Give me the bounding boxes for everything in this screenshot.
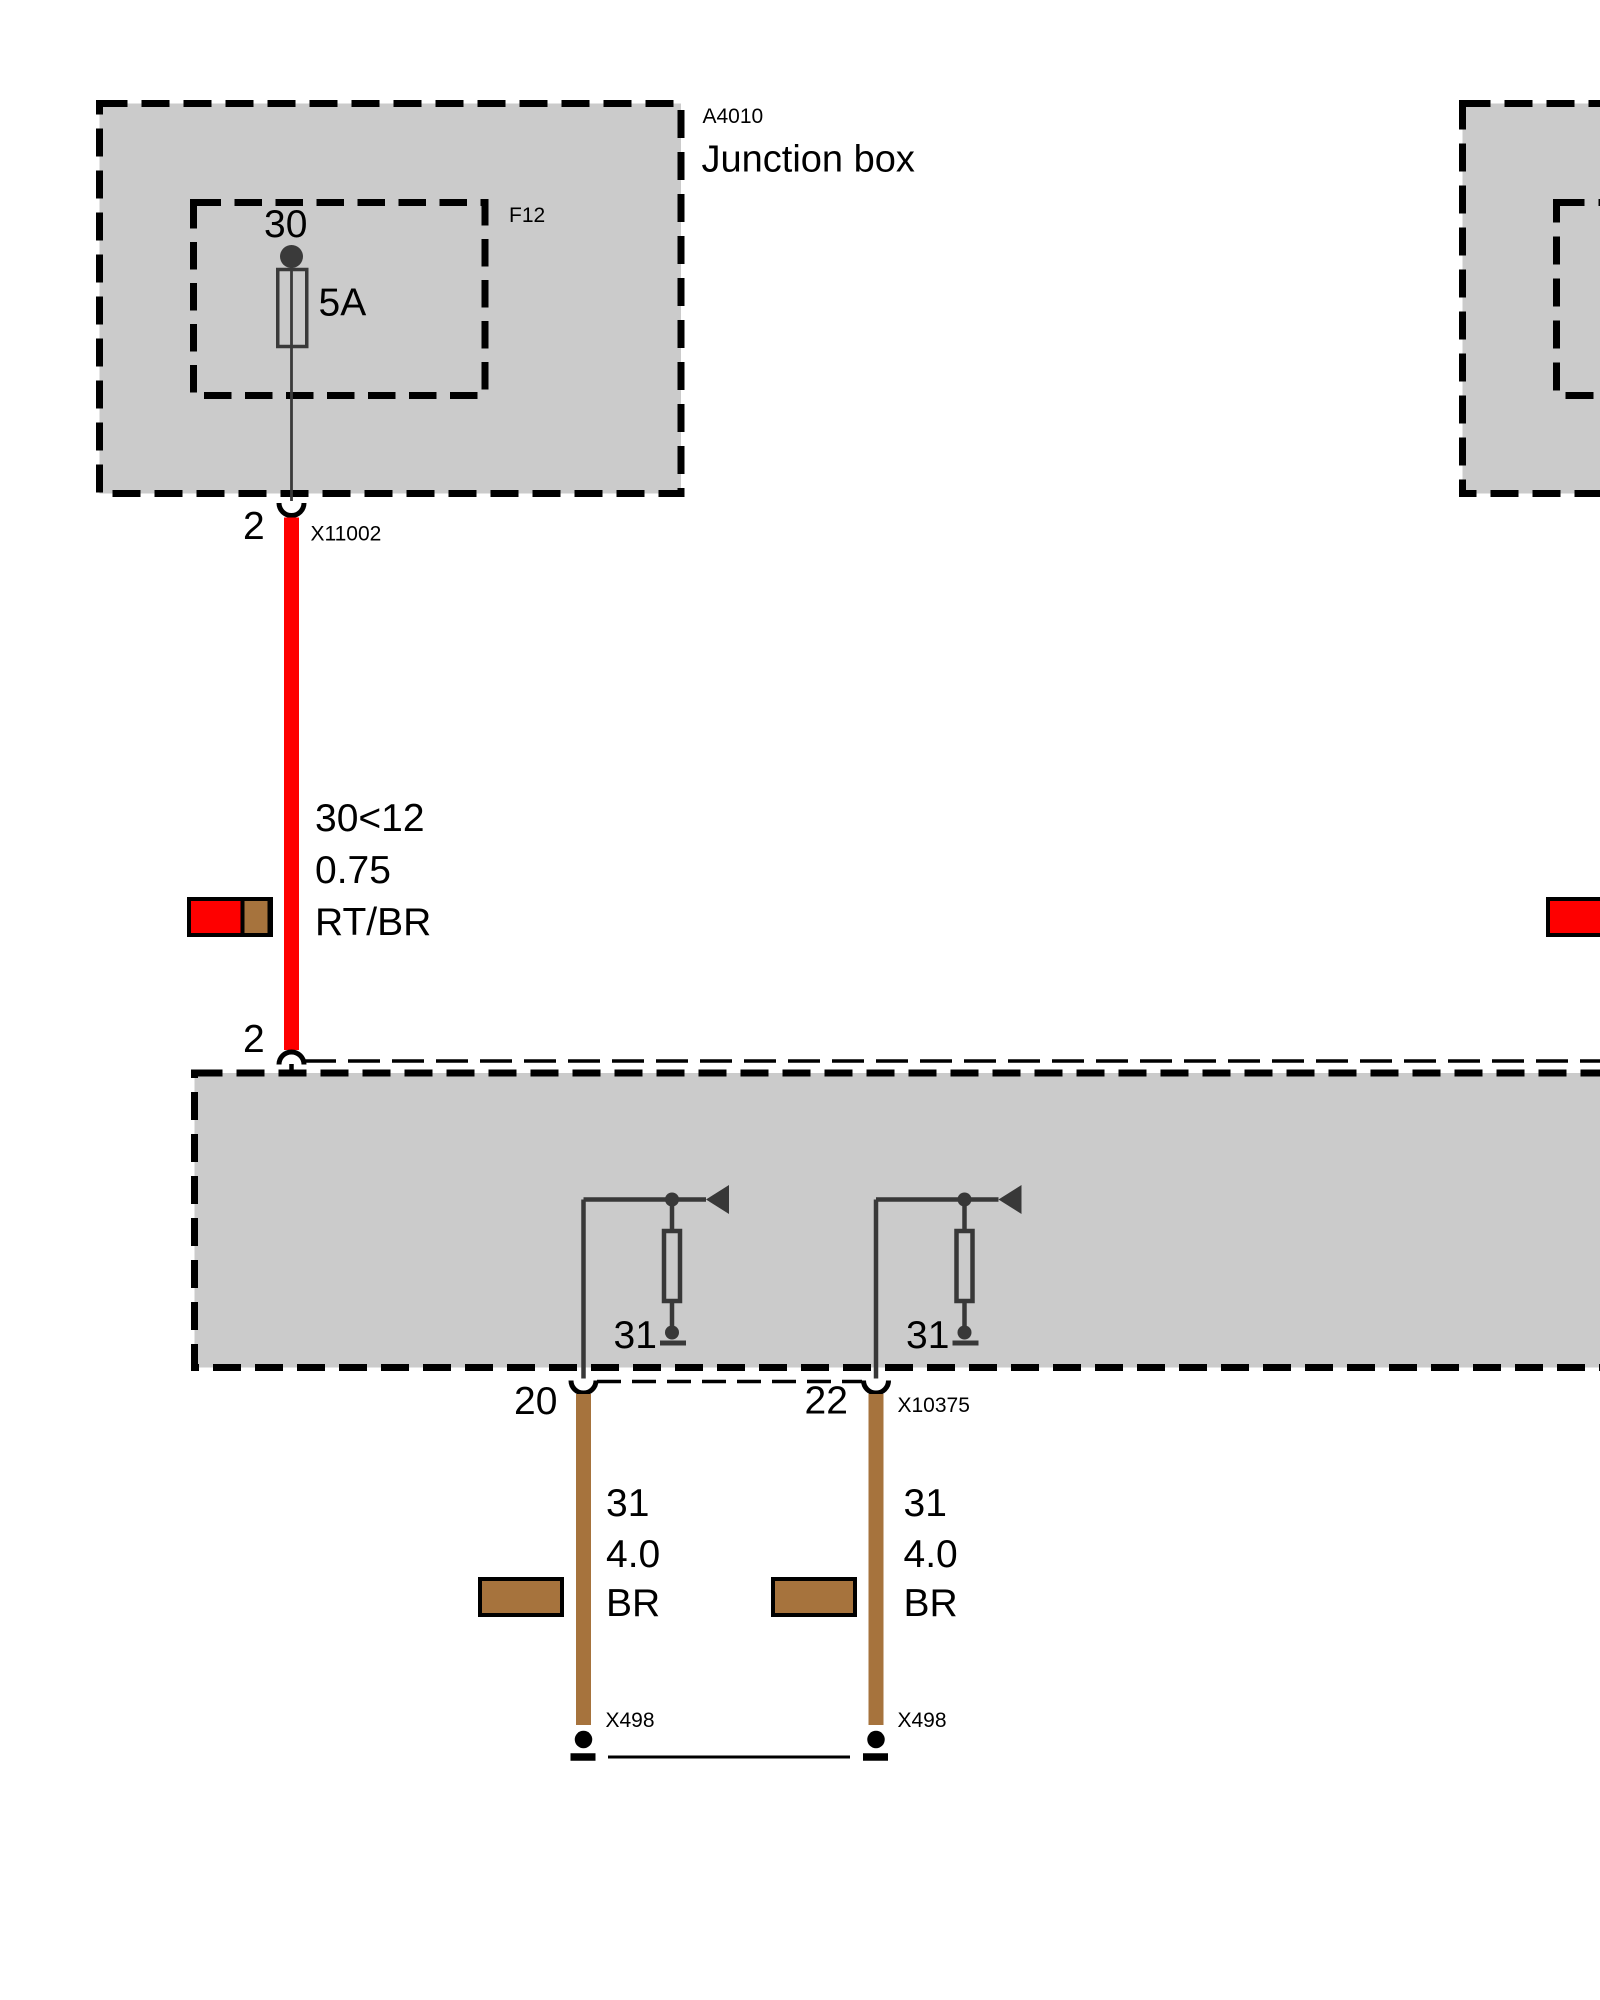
svg-text:2: 2 <box>243 505 265 548</box>
svg-text:30<12: 30<12 <box>315 797 425 840</box>
svg-text:BR: BR <box>606 1582 660 1625</box>
svg-text:31: 31 <box>606 1482 649 1525</box>
svg-text:X11002: X11002 <box>311 523 382 546</box>
svg-text:22: 22 <box>805 1380 848 1423</box>
svg-text:F12: F12 <box>509 204 545 227</box>
svg-text:A4010: A4010 <box>703 105 764 128</box>
svg-text:X498: X498 <box>898 1709 947 1732</box>
svg-text:31: 31 <box>614 1314 657 1357</box>
svg-text:0.75: 0.75 <box>315 849 391 892</box>
svg-text:X10375: X10375 <box>898 1394 970 1417</box>
svg-text:BR: BR <box>904 1582 958 1625</box>
svg-text:5A: 5A <box>319 282 367 325</box>
svg-text:31: 31 <box>904 1482 947 1525</box>
svg-text:2: 2 <box>243 1018 265 1061</box>
svg-text:X498: X498 <box>606 1709 655 1732</box>
svg-text:20: 20 <box>514 1380 557 1423</box>
svg-text:30: 30 <box>264 203 307 246</box>
svg-text:4.0: 4.0 <box>904 1533 958 1576</box>
svg-text:4.0: 4.0 <box>606 1533 660 1576</box>
svg-text:RT/BR: RT/BR <box>315 901 431 944</box>
svg-text:31: 31 <box>906 1314 949 1357</box>
svg-text:Junction box: Junction box <box>702 139 915 181</box>
